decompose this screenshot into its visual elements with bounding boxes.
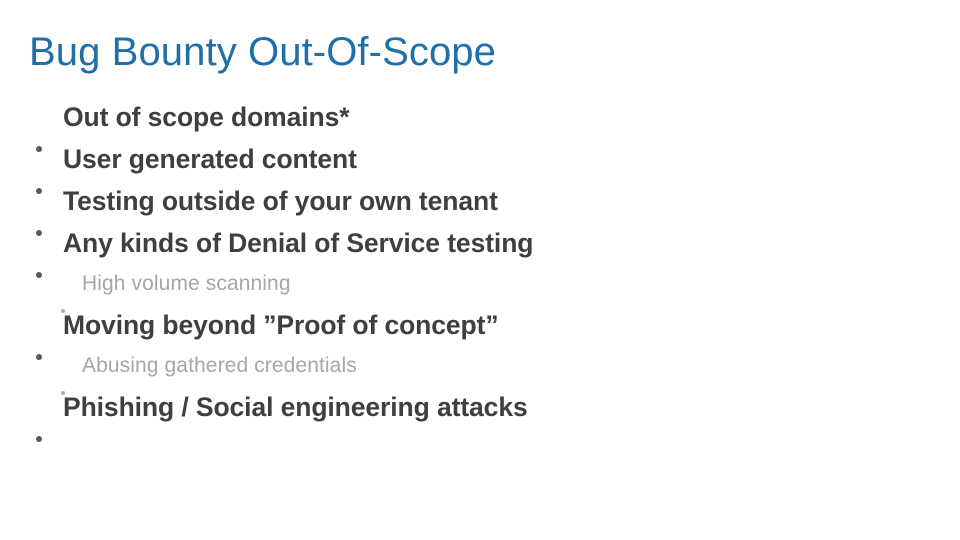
list-item-label: Any kinds of Denial of Service testing (63, 228, 534, 258)
list-item-label: User generated content (63, 144, 357, 174)
list-item: Out of scope domains* (0, 96, 940, 152)
list-item-label: Out of scope domains* (63, 102, 350, 132)
list-item: Phishing / Social engineering attacks (0, 386, 940, 442)
list-item: User generated content (0, 138, 940, 194)
bullet-list: Out of scope domains* User generated con… (0, 96, 940, 442)
list-item-label: Moving beyond ”Proof of concept” (63, 310, 499, 340)
list-item-label: Phishing / Social engineering attacks (63, 392, 528, 422)
sub-list-item: High volume scanning (0, 264, 940, 313)
list-item: Any kinds of Denial of Service testing (0, 222, 940, 278)
list-item-label: Testing outside of your own tenant (63, 186, 498, 216)
list-item: Testing outside of your own tenant (0, 180, 940, 236)
sub-list-item-label: High volume scanning (82, 272, 291, 295)
list-item: Moving beyond ”Proof of concept” (0, 304, 940, 360)
page-title: Bug Bounty Out-Of-Scope (29, 30, 496, 74)
sub-list-item-label: Abusing gathered credentials (82, 354, 357, 377)
sub-list-item: Abusing gathered credentials (0, 346, 940, 395)
